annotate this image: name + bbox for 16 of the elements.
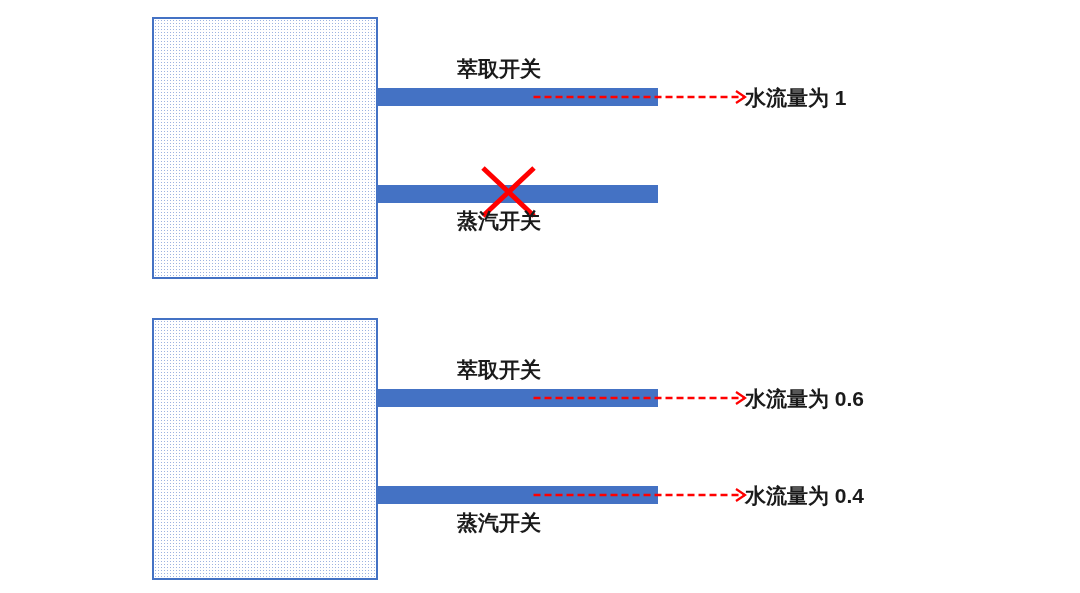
tank-box bbox=[152, 318, 378, 580]
flow-rate-text: 水流量为 1 bbox=[745, 84, 847, 112]
dashed-arrow bbox=[533, 89, 747, 105]
flow-rate-text: 水流量为 0.4 bbox=[745, 482, 865, 510]
tank-box bbox=[152, 17, 378, 279]
switch-label: 萃取开关 bbox=[457, 357, 541, 383]
flow-rate-text: 水流量为 0.6 bbox=[745, 385, 865, 413]
pipe-bar bbox=[377, 389, 658, 407]
switch-label: 蒸汽开关 bbox=[457, 208, 541, 234]
switch-label: 萃取开关 bbox=[457, 56, 541, 82]
dashed-arrow bbox=[533, 390, 747, 406]
pipe-bar bbox=[377, 88, 658, 106]
switch-label: 蒸汽开关 bbox=[457, 510, 541, 536]
dashed-arrow bbox=[533, 487, 747, 503]
pipe-bar bbox=[377, 486, 658, 504]
pipe-bar bbox=[377, 185, 658, 203]
